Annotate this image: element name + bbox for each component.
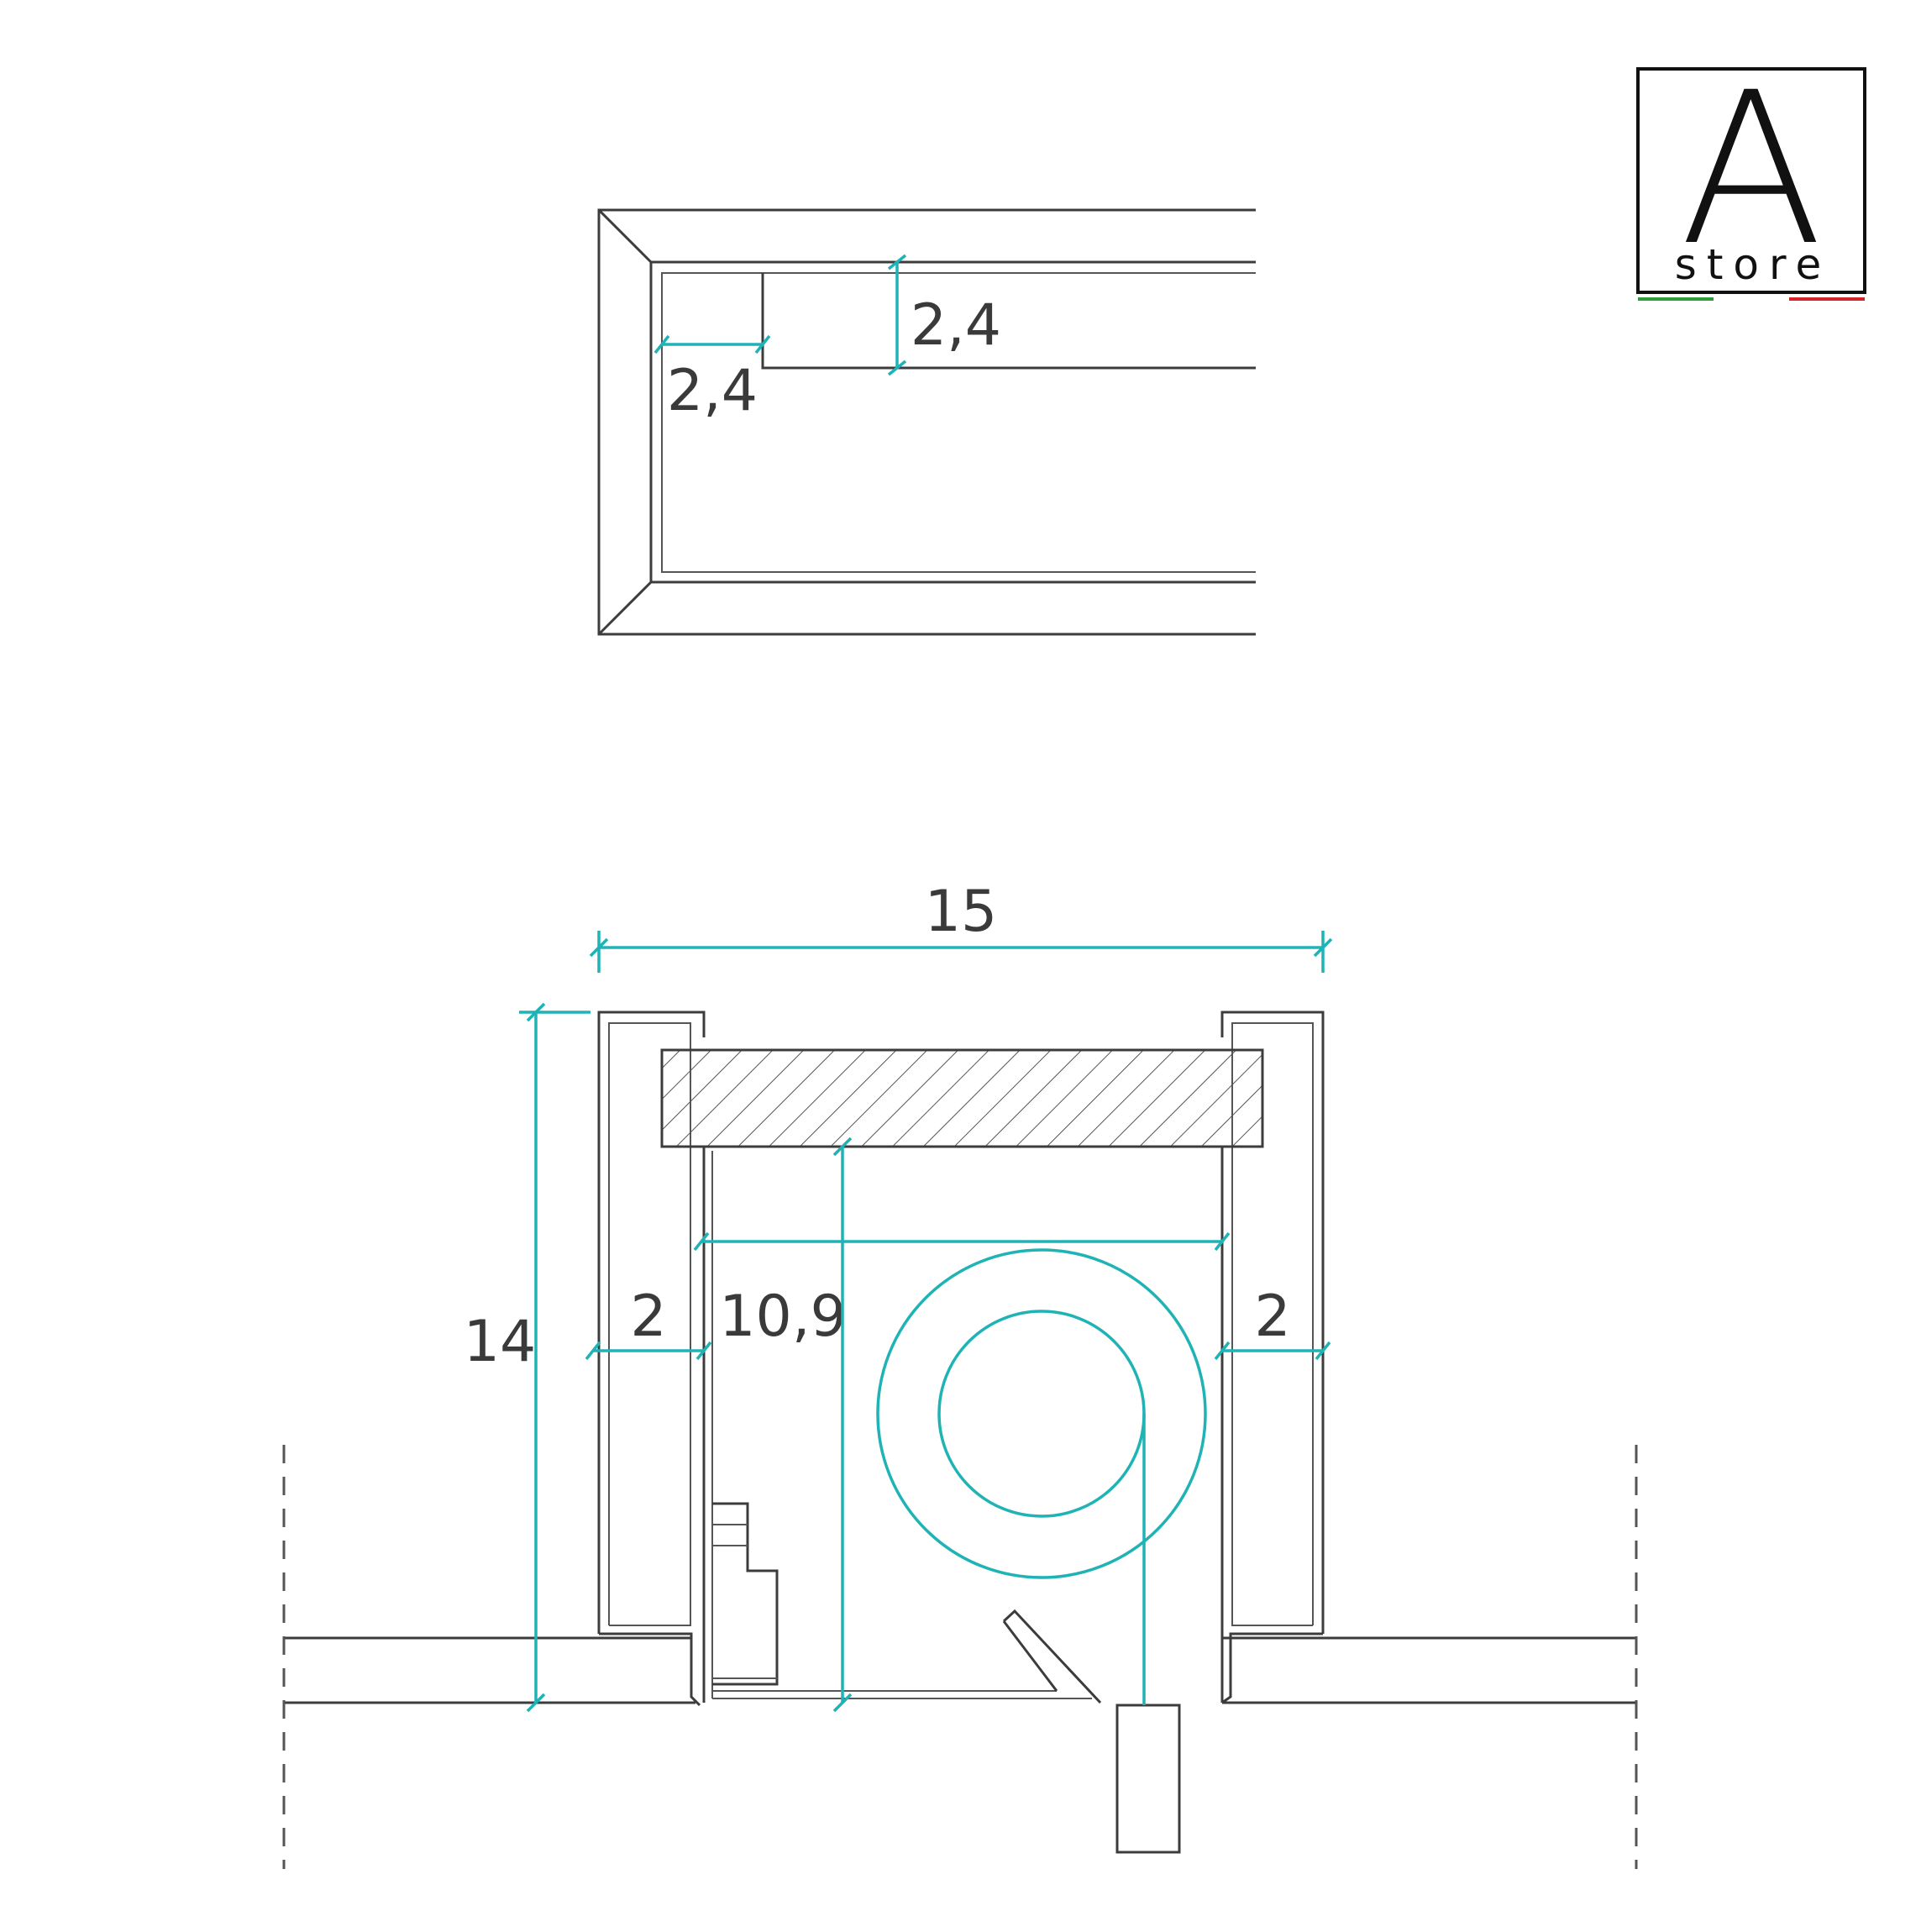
dimension-side-left-label: 2 bbox=[630, 1284, 666, 1350]
dimension-side-left: 2 bbox=[585, 1284, 712, 1361]
dimension-overall-width-label: 15 bbox=[925, 879, 998, 945]
section-view-drawing: 15 14 2 10,9 bbox=[282, 879, 1638, 1869]
dimension-top-width-label: 2,4 bbox=[667, 358, 758, 424]
hatched-box-section bbox=[660, 1048, 1264, 1148]
dimension-top-depth: 2,4 bbox=[887, 254, 1001, 376]
screen-roll-outer bbox=[876, 1248, 1207, 1579]
dimension-overall-width: 15 bbox=[589, 879, 1333, 973]
dimension-side-right-label: 2 bbox=[1254, 1284, 1290, 1350]
dimension-inner-width-label: 10,9 bbox=[719, 1284, 846, 1350]
dimension-inner-width: 10,9 bbox=[693, 1231, 1231, 1350]
dimension-side-right: 2 bbox=[1214, 1284, 1331, 1361]
dimension-inner-height bbox=[832, 1137, 853, 1713]
dimension-height: 14 bbox=[464, 1002, 590, 1713]
brand-logo: A store bbox=[1636, 47, 1866, 301]
dimension-height-label: 14 bbox=[464, 1309, 537, 1375]
screen-roll-inner bbox=[937, 1310, 1146, 1518]
top-view-drawing: 2,4 2,4 bbox=[597, 208, 1256, 636]
logo-frame bbox=[1636, 67, 1866, 294]
logo-letter: A bbox=[1679, 47, 1823, 291]
dimension-top-depth-label: 2,4 bbox=[911, 292, 1001, 359]
logo-word: store bbox=[1675, 240, 1831, 289]
dimension-top-width: 2,4 bbox=[653, 334, 771, 424]
